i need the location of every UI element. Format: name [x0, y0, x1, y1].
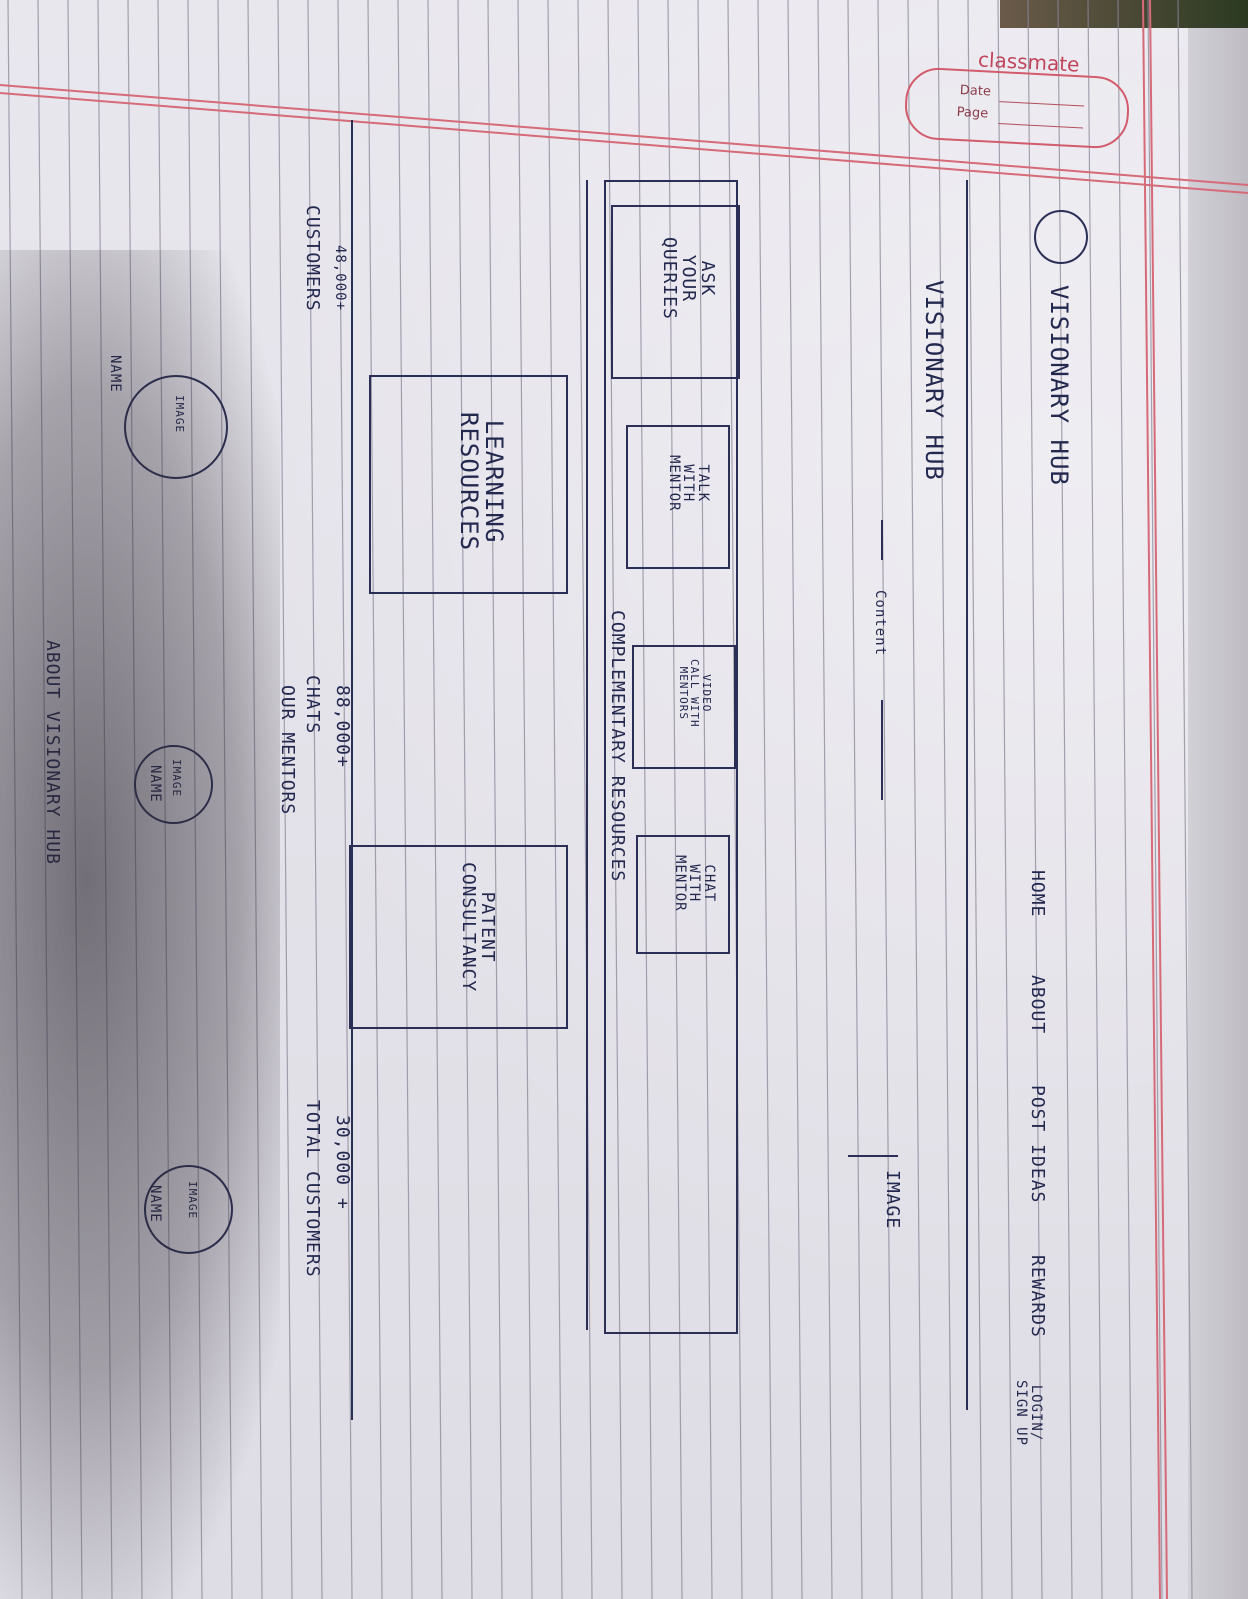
mentors-heading: OUR MENTORS: [277, 685, 298, 816]
mentor-1-image: IMAGE: [124, 375, 228, 479]
patent-consultancy-label: PATENT CONSULTANCY: [458, 862, 498, 993]
card-chat-mentor-label: CHAT WITH MENTOR: [671, 855, 717, 912]
stat-chats-label: CHATS: [302, 675, 323, 735]
footer-about: ABOUT VISIONARY HUB: [42, 640, 63, 865]
stat-customers-value: 48,000+: [332, 245, 348, 312]
ruled-line: [817, 0, 833, 1599]
stat-total-customers-label: TOTAL CUSTOMERS: [302, 1100, 323, 1278]
stat-total-customers-value: 30,000 +: [332, 1115, 353, 1210]
hero-image-line: [848, 1155, 898, 1157]
hero-content-label: Content: [872, 590, 888, 657]
mentor-2-image-label: IMAGE: [170, 759, 183, 798]
ruled-line: [727, 0, 743, 1599]
card-ask-queries: ASK YOUR QUERIES: [611, 205, 740, 379]
red-right-margin: [1142, 0, 1161, 1599]
content-dash-right: [881, 700, 883, 800]
ruled-line: [277, 0, 293, 1599]
ruled-line: [1087, 0, 1103, 1599]
card-chat-mentor: CHAT WITH MENTOR: [636, 835, 730, 954]
red-margin-line: [0, 84, 1248, 186]
ruled-line: [787, 0, 803, 1599]
ruled-line: [877, 0, 893, 1599]
header-logo-text: VISIONARY HUB: [1045, 285, 1073, 486]
ruled-line: [457, 0, 473, 1599]
ruled-line: [757, 0, 773, 1599]
learning-resources-label: LEARNING RESOURCES: [454, 412, 508, 552]
ruled-line: [937, 0, 953, 1599]
hero-top-line: [966, 180, 968, 1410]
resources-top-line: [586, 180, 588, 1330]
mentor-3-name: NAME: [147, 1185, 163, 1223]
nav-about: ABOUT: [1027, 975, 1048, 1035]
card-video-call-label: VIDEO CALL WITH MENTORS: [676, 659, 713, 728]
mentor-2-name: NAME: [147, 765, 163, 803]
hero-image-label: IMAGE: [882, 1170, 903, 1230]
ruled-line: [337, 0, 353, 1599]
learning-resources-box: LEARNING RESOURCES: [369, 375, 568, 594]
ruled-line: [1057, 0, 1073, 1599]
ruled-line: [637, 0, 653, 1599]
card-talk-mentor-label: TALK WITH MENTOR: [665, 455, 711, 512]
hero-title: VISIONARY HUB: [920, 280, 948, 481]
ruled-line: [697, 0, 713, 1599]
ruled-line: [577, 0, 593, 1599]
mentor-2-image: IMAGE: [134, 745, 213, 824]
mentor-3-image-label: IMAGE: [186, 1181, 199, 1220]
nav-rewards: REWARDS: [1027, 1255, 1048, 1338]
mentor-1-name: NAME: [107, 355, 123, 393]
ruled-line: [307, 0, 323, 1599]
content-dash-left: [881, 520, 883, 560]
ruled-line: [547, 0, 563, 1599]
ruled-line: [1117, 0, 1133, 1599]
logo-circle: [1034, 210, 1088, 264]
ruled-line: [667, 0, 683, 1599]
background-corner: [1000, 0, 1248, 28]
card-ask-queries-label: ASK YOUR QUERIES: [659, 237, 718, 320]
card-video-call: VIDEO CALL WITH MENTORS: [632, 645, 736, 769]
ruled-line: [517, 0, 533, 1599]
ruled-line: [967, 0, 983, 1599]
nav-post-ideas: POST IDEAS: [1027, 1085, 1048, 1204]
ruled-line: [1177, 0, 1193, 1599]
red-right-margin-2: [1149, 0, 1168, 1599]
patent-consultancy-box: PATENT CONSULTANCY: [349, 845, 568, 1029]
nav-home: HOME: [1027, 870, 1048, 918]
ruled-line: [907, 0, 923, 1599]
nav-login-signup: LOGIN/ SIGN UP: [1013, 1380, 1044, 1447]
red-margin-line-2: [0, 92, 1248, 194]
stats-top-line: [351, 120, 353, 1420]
ruled-line: [1027, 0, 1043, 1599]
page-edge: [1188, 0, 1248, 1599]
stat-customers-label: CUSTOMERS: [302, 205, 323, 312]
ruled-line: [607, 0, 623, 1599]
ruled-line: [487, 0, 503, 1599]
ruled-line: [997, 0, 1013, 1599]
ruled-line: [367, 0, 383, 1599]
ruled-line: [397, 0, 413, 1599]
ruled-line: [847, 0, 863, 1599]
stat-chats-value: 88,000+: [332, 685, 353, 768]
mentor-1-image-label: IMAGE: [173, 395, 186, 434]
ruled-line: [1147, 0, 1163, 1599]
card-talk-mentor: TALK WITH MENTOR: [626, 425, 730, 569]
ruled-line: [427, 0, 443, 1599]
complementary-heading: COMPLEMENTARY RESOURCES: [607, 610, 628, 883]
